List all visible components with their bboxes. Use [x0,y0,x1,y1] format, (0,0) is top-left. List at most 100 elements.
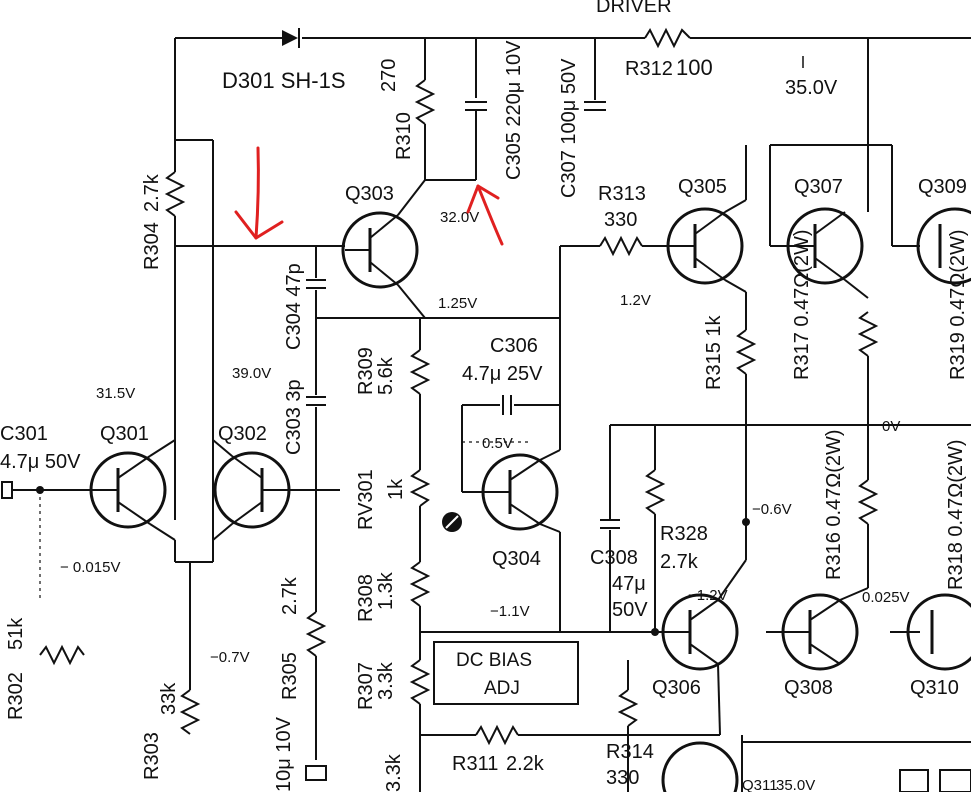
r304-label: R304 [141,222,163,270]
q304-label: Q304 [492,548,541,570]
r305-value: 2.7k [279,576,301,615]
dc-bias-box [433,641,579,705]
r302-label: R302 [5,672,27,720]
c308-value1: 47μ [612,573,646,595]
voltage-32: 32.0V [440,209,479,226]
r302-resistor-icon [39,644,85,666]
r308-value: 1.3k [375,571,397,610]
red-arrow-up-icon [466,184,504,246]
trimmer-slot [445,515,459,529]
c305-label: C305 220μ 10V [503,40,525,180]
rv301-value: 1k [385,478,407,500]
q301-transistor-icon [40,439,176,541]
r302-value: 51k [5,617,27,650]
r311-value: 2.2k [506,753,545,775]
r309-label: R309 [355,347,377,395]
rv301-label: RV301 [355,469,377,530]
q307-output-stage [769,144,892,246]
r-bottom-value: 3.3k [383,753,405,792]
voltage-35-bottom: 35.0V [776,777,815,792]
r311-branch [420,724,720,746]
r316-label: R316 0.47Ω(2W) [823,429,845,580]
c308-value2: 50V [612,599,648,621]
c307-label: C307 100μ 50V [558,58,580,198]
r305-label: R305 [279,652,301,700]
voltage-neg12: −1.2V [688,587,728,604]
q310-label: Q310 [910,677,959,699]
q310-transistor-icon [890,593,971,671]
voltage-neg06: −0.6V [752,501,792,518]
r315-label: R315 1k [703,315,725,390]
r312-value: 100 [676,55,713,80]
r328-value: 2.7k [660,551,699,573]
voltage-0025: 0.025V [862,589,910,606]
r314-value: 330 [606,767,639,789]
q302-label: Q302 [218,423,267,445]
q303-transistor-icon [341,179,426,319]
r318-label: R318 0.47Ω(2W) [945,439,967,590]
d301-diode-icon [282,28,300,48]
output-mid-rail [609,424,971,632]
q302-transistor-icon [174,439,340,690]
q305-label: Q305 [678,176,727,198]
bias-chain [409,318,650,792]
r309-value: 5.6k [375,356,397,395]
driver-label: DRIVER [596,0,672,17]
r317-label: R317 0.47Ω(2W) [791,229,813,380]
q308-label: Q308 [784,677,833,699]
c306-label: C306 [490,335,538,357]
r303-label: R303 [141,732,163,780]
voltage-neg07: −0.7V [210,649,250,666]
top-rail [174,37,971,140]
r315-branch [735,329,757,526]
r310-branch [414,38,606,181]
r312-label: R312 [625,58,673,80]
c306-value: 4.7μ 25V [462,363,543,385]
d301-label: D301 SH-1S [222,68,346,93]
r317-resistor-icon [857,311,879,357]
voltage-neg11: −1.1V [490,603,530,620]
r312-resistor-icon [644,27,691,49]
voltage-0: 0V [882,418,900,435]
q308-transistor-icon [766,587,869,671]
voltage-05: 0.5V [482,435,513,452]
q309-transistor-icon [891,145,971,285]
r304-value: 2.7k [141,173,163,212]
q305-transistor-icon [666,145,747,330]
voltage-35-top: 35.0V [785,77,838,99]
dc-bias-line1: DC BIAS [456,650,532,671]
q307-label: Q307 [794,176,843,198]
voltage-125: 1.25V [438,295,477,312]
r328-label: R328 [660,523,708,545]
r313-value: 330 [604,209,637,231]
r307-label: R307 [355,662,377,710]
r305-branch [305,495,327,781]
r311-label: R311 [452,753,498,775]
r314-branch [617,660,971,792]
c308-label: C308 [590,547,638,569]
voltage-12: 1.2V [620,292,651,309]
r303-value: 33k [158,682,180,715]
r303-resistor-icon [179,689,201,735]
c306-branch [461,395,560,492]
r310-label: R310 [393,112,415,160]
q306-label: Q306 [652,677,701,699]
r319-label: R319 0.47Ω(2W) [947,229,969,380]
q303-label: Q303 [345,183,394,205]
c301-label: C301 [0,423,48,445]
cap-bottom-value: 10μ 10V [273,716,295,792]
q304-transistor-icon [462,318,561,632]
r313-label: R313 [598,183,646,205]
r304-branch [164,139,345,560]
r307-value: 3.3k [375,661,397,700]
c303-label: C303 3p [283,379,305,455]
q301-label: Q301 [100,423,149,445]
q309-label: Q309 [918,176,967,198]
c304-c303-branch [306,246,560,495]
c308-capacitor-icon [600,519,620,632]
voltage-315: 31.5V [96,385,135,402]
voltage-390: 39.0V [232,365,271,382]
q306-transistor-icon [650,522,747,736]
dc-bias-line2: ADJ [484,678,520,699]
